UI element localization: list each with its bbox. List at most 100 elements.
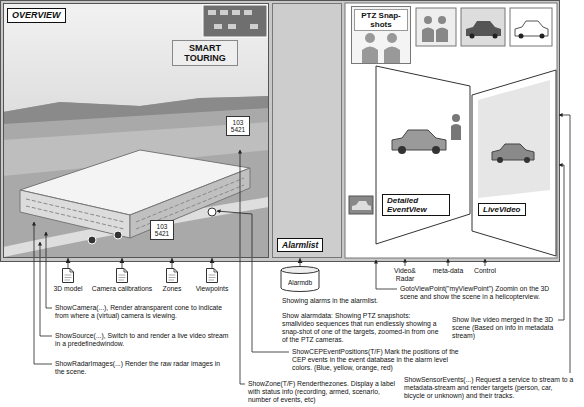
document-icon	[63, 269, 74, 283]
scene-3d	[3, 3, 269, 258]
panel-outline	[376, 66, 470, 244]
person-icon	[422, 28, 434, 43]
car-wheel	[470, 34, 475, 39]
car-wheel	[398, 146, 406, 154]
car-icon	[352, 201, 371, 210]
parked-car	[232, 10, 240, 15]
input-label: Control	[470, 267, 500, 275]
leader-line	[240, 150, 245, 384]
person-icon	[387, 33, 397, 43]
snapshot-thumbnail	[510, 8, 552, 46]
snapshot-box: PTZ Snap-shots	[351, 6, 411, 64]
document-icon: Viewpoints	[196, 268, 229, 293]
document-fold	[124, 269, 128, 273]
document-name: Viewpoints	[196, 285, 229, 293]
screen-frame	[1, 1, 560, 262]
person-icon	[424, 16, 432, 24]
input-arrow	[405, 259, 406, 266]
connector-arrow	[212, 258, 213, 268]
panel-title: Detailed EventView	[382, 194, 450, 216]
zone-status: 103 5421	[228, 119, 248, 133]
panel-outline	[472, 70, 556, 256]
box-title: SMART TOURING	[175, 43, 235, 63]
document-name: Zones	[163, 285, 182, 293]
annotation-text: Showing alarms in the alarmlist.	[282, 297, 398, 305]
connector-arrow	[121, 258, 122, 268]
scene-ground	[3, 96, 269, 258]
annotation-text: ShowCEPEventPositions(T/F) Mark the posi…	[292, 348, 467, 372]
live-video-image	[478, 80, 550, 198]
event-marker	[88, 236, 96, 244]
input-arrow	[448, 259, 449, 266]
document-name: 3D model	[53, 285, 82, 293]
document-icon	[116, 268, 128, 283]
document-icon: Camera calibrations	[92, 268, 152, 293]
annotation-text: Show alarmdata: Showing PTZ snapshots: s…	[282, 312, 442, 344]
live-video-ground	[472, 70, 556, 256]
document-lines	[168, 275, 175, 280]
zone-label: 103 5421	[150, 220, 174, 240]
snapshot-background	[351, 6, 411, 64]
car-wheel	[524, 157, 530, 163]
car-wheel	[432, 146, 440, 154]
panel-title: LiveVideo	[478, 203, 526, 216]
document-icon	[116, 269, 127, 283]
document-icon	[62, 268, 74, 283]
building-windows	[26, 199, 124, 222]
parked-car	[228, 24, 236, 29]
input-label: Video& Radar	[390, 267, 420, 283]
database-cylinder: Alarmdb	[280, 266, 320, 292]
car-wheel	[519, 34, 524, 39]
annotation-text: ShowSensorEvents(...) Request a service …	[404, 376, 574, 400]
right-panel	[345, 3, 557, 258]
document-fold	[214, 269, 218, 273]
database-name: Alarmdb	[288, 279, 312, 286]
connector-group	[68, 258, 300, 268]
annotation-text: ShowZone(T/F) Renderthezones. Display a …	[248, 380, 398, 404]
car-wheel	[497, 157, 503, 163]
zone-label: 103 5421	[226, 116, 250, 136]
document-icon	[206, 268, 218, 283]
parked-car	[220, 10, 228, 15]
overview-panel: OVERVIEWSMART TOURING103 5421103 5421	[3, 3, 269, 258]
document-lines	[209, 275, 216, 280]
document-fold	[70, 269, 74, 273]
person-icon	[452, 114, 460, 122]
parking-thumbnail	[203, 5, 267, 37]
building-windows	[136, 178, 244, 222]
scene-sky	[3, 3, 269, 258]
document-icon	[166, 268, 178, 283]
parked-car	[208, 10, 216, 15]
building-windows	[26, 206, 124, 229]
live-video-panel: LiveVideo	[472, 70, 556, 256]
database-top	[281, 267, 319, 274]
connector-arrow	[300, 258, 301, 266]
document-fold	[174, 269, 178, 273]
annotation-text: ShowSource(...), Switch to and render a …	[55, 332, 230, 348]
input-arrow	[485, 259, 486, 266]
panel-outline	[472, 70, 556, 256]
car-wheel	[493, 34, 498, 39]
annotation-text: GotoViewPoint("myViewPoint") Zoomin on t…	[400, 285, 560, 301]
title-box: SMART TOURING	[172, 40, 238, 66]
parked-car	[250, 24, 258, 29]
document-icon	[207, 269, 218, 283]
annotation-text: Show live video merged in the 3D scene (…	[452, 316, 556, 340]
document-icon: Zones	[163, 268, 182, 293]
leader-line	[559, 115, 570, 373]
event-view-ground	[376, 66, 470, 244]
panel-title: Alarmlist	[277, 238, 323, 252]
person-icon	[362, 47, 378, 64]
leader-line	[558, 165, 564, 320]
person-icon	[365, 33, 375, 43]
building-front	[20, 190, 130, 238]
parked-car	[214, 24, 222, 29]
document-icon: 3D model	[53, 268, 82, 293]
leader-line	[46, 232, 52, 308]
annotation-text: ShowRadarImages(...) Render the raw rada…	[55, 360, 230, 376]
document-lines	[65, 275, 72, 280]
panel-outline	[376, 66, 470, 244]
document-icon	[166, 269, 177, 283]
leader-line	[40, 242, 52, 336]
